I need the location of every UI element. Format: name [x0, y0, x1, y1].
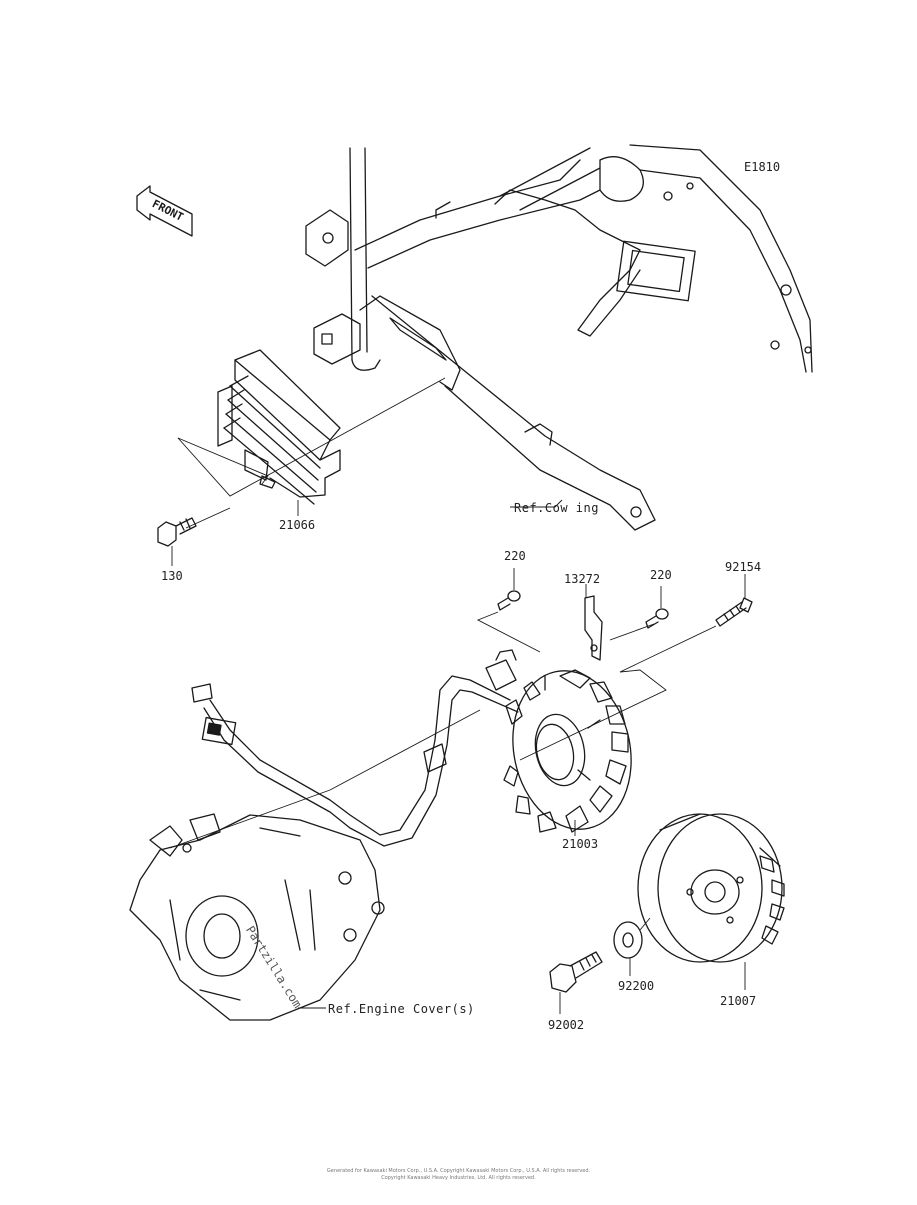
front-arrow-icon: FRONT [136, 185, 193, 237]
stator-bolt-left [497, 590, 521, 611]
stator-bolt-right [645, 608, 669, 629]
rotor-flywheel [637, 813, 785, 963]
part-label-regulator[interactable]: 21066 [279, 518, 316, 532]
ref-label-engine-cover[interactable]: Ref.Engine Cover(s) [328, 1002, 475, 1016]
rotor-bolt [549, 951, 603, 993]
long-bolt [715, 597, 753, 627]
part-label-rotor[interactable]: 21007 [720, 994, 757, 1008]
diagram-code: E1810 [744, 160, 781, 174]
part-label-stator-bolt-right[interactable]: 220 [650, 568, 672, 582]
regulator-bolt [157, 517, 197, 547]
part-label-long-bolt[interactable]: 92154 [725, 560, 762, 574]
part-label-clamp[interactable]: 13272 [564, 572, 601, 586]
engine-cover [129, 813, 385, 1021]
part-label-regulator-bolt[interactable]: 130 [161, 569, 183, 583]
part-label-washer[interactable]: 92200 [618, 979, 655, 993]
wire-clamp [584, 595, 603, 661]
stator-coil [191, 649, 632, 847]
part-label-stator-bolt-left[interactable]: 220 [504, 549, 526, 563]
frame-drawing [305, 144, 813, 531]
footer-copyright-line-1: Generated for Kawasaki Motors Corp., U.S… [326, 1168, 591, 1174]
ref-label-cowling[interactable]: Ref.Cow ing [514, 501, 599, 515]
leader-lines [169, 377, 746, 1014]
part-label-stator[interactable]: 21003 [562, 837, 599, 851]
washer [613, 921, 643, 959]
part-label-rotor-bolt[interactable]: 92002 [548, 1018, 585, 1032]
footer-copyright-line-2: Copyright Kawasaki Heavy Industries, Ltd… [381, 1175, 536, 1181]
regulator-rectifier [217, 349, 341, 505]
